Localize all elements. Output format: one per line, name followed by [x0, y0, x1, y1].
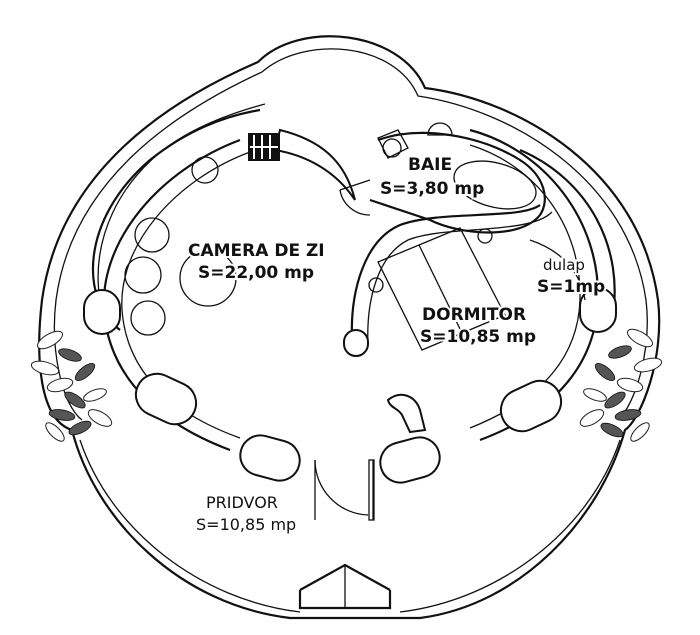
wall-node-left-low [239, 434, 301, 482]
outer-wall [38, 35, 661, 620]
crescent-wall [273, 128, 356, 201]
bedroom-door-stub [386, 393, 427, 434]
wall-node-left-mid [134, 372, 198, 426]
label-closet-name: dulap [543, 256, 585, 274]
nightstand-left [368, 277, 384, 293]
nightstand-right [477, 228, 493, 244]
bedroom-wall-inner [367, 211, 553, 346]
bath-door-arc [339, 189, 371, 216]
wall-node-right-mid [499, 379, 563, 433]
toilet [377, 129, 409, 159]
bed-divider [418, 244, 463, 334]
armchair-3 [130, 300, 166, 336]
wall-node-right-low [379, 436, 441, 484]
label-closet-area: S=1mp [537, 277, 605, 297]
bed [377, 227, 506, 351]
shower-half-circle [427, 122, 453, 136]
bath-door-leaf [339, 179, 371, 191]
closet-wall [529, 239, 586, 301]
coffee-table [179, 249, 237, 307]
label-bedroom-name: DORMITOR [422, 305, 526, 325]
plant-right [579, 328, 663, 442]
entry-door-jamb [368, 459, 375, 521]
label-porch-area: S=10,85 mp [196, 515, 296, 534]
armchair-1 [134, 217, 170, 253]
right-outer-ring [519, 148, 616, 321]
armchair-2 [124, 256, 162, 294]
porch-edge [79, 439, 621, 613]
wall-node-left-top [83, 289, 121, 335]
label-porch-name: PRIDVOR [206, 493, 278, 512]
label-bath-name: BAIE [408, 155, 452, 175]
plant-left [30, 330, 113, 442]
bath-wall-curve [369, 131, 546, 234]
bedroom-wall-end [343, 329, 369, 357]
entry-door-arc [314, 459, 369, 516]
bedroom-wall [350, 204, 541, 341]
label-bath-area: S=3,80 mp [380, 179, 484, 199]
stair-grille-lines [250, 135, 278, 159]
label-living-name: CAMERA DE ZI [188, 241, 325, 261]
furniture-circle-top [191, 156, 219, 184]
left-outer-ring-2 [97, 103, 266, 301]
bathtub [453, 160, 537, 210]
label-bedroom-area: S=10,85 mp [420, 327, 536, 347]
wall-node-right-top [579, 287, 617, 333]
label-living-area: S=22,00 mp [198, 263, 314, 283]
